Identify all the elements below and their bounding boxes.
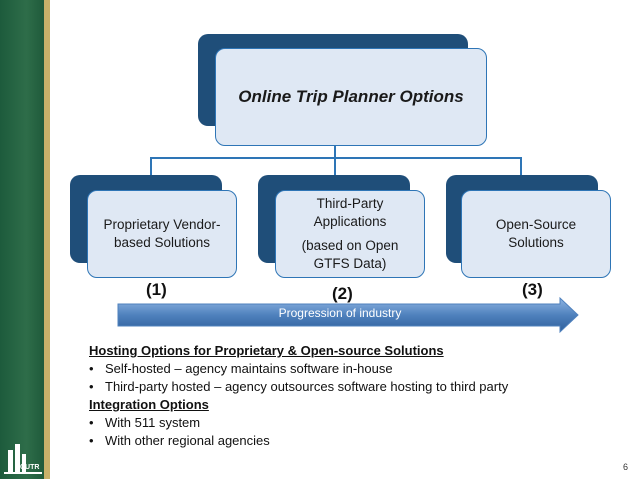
option-2-box: Third-Party Applications (based on Open … bbox=[275, 190, 425, 278]
option-2-number: (2) bbox=[332, 284, 353, 303]
sidebar-band bbox=[0, 0, 44, 479]
diagram-title: Online Trip Planner Options bbox=[238, 87, 464, 106]
connector-horizontal bbox=[150, 157, 522, 159]
option-3-label: Open-Source Solutions bbox=[495, 217, 577, 250]
connector-left bbox=[150, 157, 152, 177]
title-box: Online Trip Planner Options bbox=[215, 48, 487, 146]
connector-right bbox=[520, 157, 522, 177]
cutr-logo-icon bbox=[4, 444, 42, 474]
integration-item: With 511 system bbox=[89, 414, 508, 432]
option-2-label: Third-Party Applications bbox=[313, 196, 387, 229]
option-1-number: (1) bbox=[146, 280, 167, 299]
progression-label: Progression of industry bbox=[278, 306, 402, 320]
hosting-item: Third-party hosted – agency outsources s… bbox=[89, 378, 508, 396]
option-1-label: Proprietary Vendor-based Solutions bbox=[103, 217, 221, 250]
notes-block: Hosting Options for Proprietary & Open-s… bbox=[89, 342, 508, 450]
option-3-number: (3) bbox=[522, 280, 543, 299]
option-3-box: Open-Source Solutions bbox=[461, 190, 611, 278]
hosting-heading: Hosting Options for Proprietary & Open-s… bbox=[89, 343, 444, 358]
integration-heading: Integration Options bbox=[89, 397, 209, 412]
option-2-sub: (based on Open GTFS Data) bbox=[301, 238, 399, 271]
option-1-box: Proprietary Vendor-based Solutions bbox=[87, 190, 237, 278]
hosting-item: Self-hosted – agency maintains software … bbox=[89, 360, 508, 378]
integration-item: With other regional agencies bbox=[89, 432, 508, 450]
page-number: 6 bbox=[622, 462, 628, 472]
sidebar-stripe bbox=[44, 0, 50, 479]
connector-trunk bbox=[334, 146, 336, 158]
connector-center bbox=[334, 157, 336, 177]
logo-text: CUTR bbox=[20, 464, 40, 471]
